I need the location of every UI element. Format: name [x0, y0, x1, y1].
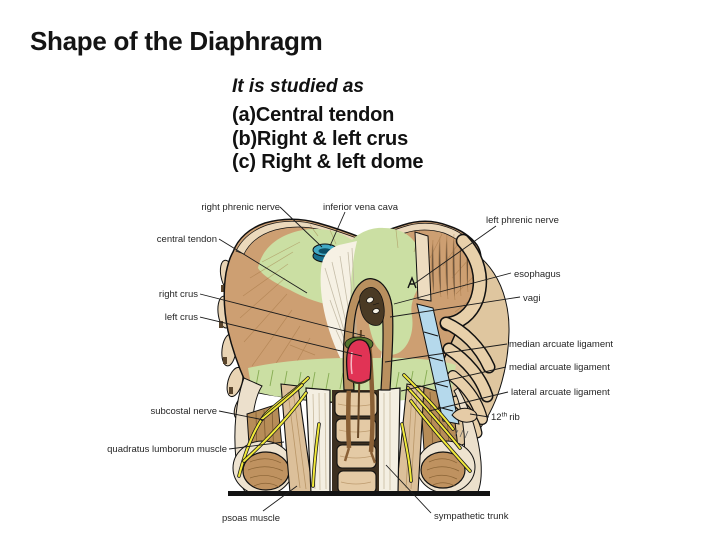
dome-cut-strip-shape [414, 231, 432, 302]
twelfth-rib-shape [451, 407, 478, 423]
leader-sympathetic-trunk [385, 464, 432, 514]
leader-medial-arcuate [400, 366, 507, 392]
leader-esophagus [393, 272, 512, 305]
label-left-phrenic-nerve: left phrenic nerve [486, 215, 559, 226]
label-psoas-muscle: psoas muscle [222, 513, 280, 524]
page-title: Shape of the Diaphragm [30, 26, 323, 56]
leader-inferior-vena-cava [329, 211, 346, 247]
leader-left-phrenic-nerve [413, 225, 497, 285]
label-12th-rib-number: 12 [491, 412, 502, 423]
artist-signature [454, 429, 469, 439]
left-phrenic-mark-icon [407, 276, 417, 289]
esophageal-hiatus-shape [342, 278, 394, 391]
label-central-tendon: central tendon [157, 234, 217, 245]
right-white-column-shape [377, 387, 401, 494]
study-item-a: (a)Central tendon [232, 104, 395, 126]
label-left-crus: left crus [165, 312, 199, 323]
label-lateral-arcuate-ligament: lateral arcuate ligament [511, 387, 610, 398]
vertebral-column-shape [334, 391, 378, 494]
leader-psoas-muscle [262, 485, 298, 512]
label-median-arcuate-ligament: median arcuate ligament [509, 339, 613, 350]
label-sympathetic-trunk: sympathetic trunk [434, 511, 509, 522]
leader-central-tendon [218, 238, 308, 294]
leader-vagi [389, 296, 521, 318]
diagram-labels: right phrenic nerve inferior vena cava c… [107, 202, 613, 524]
leader-lines [199, 206, 521, 514]
costal-cartilage-shape [416, 303, 460, 425]
leader-subcostal-nerve [218, 410, 265, 421]
label-right-crus: right crus [159, 289, 198, 300]
leader-median-arcuate [384, 343, 508, 363]
label-medial-arcuate-ligament: medial arcuate ligament [509, 362, 610, 373]
study-item-b: (b)Right & left crus [232, 127, 408, 150]
label-right-phrenic-nerve: right phrenic nerve [201, 202, 280, 213]
label-subcostal-nerve: subcostal nerve [150, 406, 217, 417]
baseline-bar [228, 491, 490, 496]
leader-lateral-arcuate [428, 391, 509, 412]
label-quadratus-lumborum: quadratus lumborum muscle [107, 444, 227, 455]
study-text-block: It is studied as (a)Central tendon (b)Ri… [232, 76, 424, 175]
label-vagi: vagi [523, 293, 540, 304]
label-esophagus: esophagus [514, 269, 561, 280]
leader-right-crus [199, 293, 366, 337]
lumbar-region [232, 377, 482, 496]
label-12th-rib-word: rib [509, 412, 520, 423]
vagi-icon [366, 296, 380, 314]
study-item-c: (c) Right & left dome [232, 151, 424, 174]
leader-right-phrenic-nerve [279, 206, 323, 248]
leader-12th-rib [469, 413, 490, 418]
leader-left-crus [199, 316, 363, 357]
nerves-shape [237, 373, 472, 488]
study-intro: It is studied as [232, 76, 364, 97]
leader-quadratus-lumborum [228, 441, 285, 450]
label-inferior-vena-cava: inferior vena cava [323, 202, 399, 213]
label-12th-rib-superscript: th [502, 412, 508, 419]
aorta-shape [344, 336, 374, 384]
